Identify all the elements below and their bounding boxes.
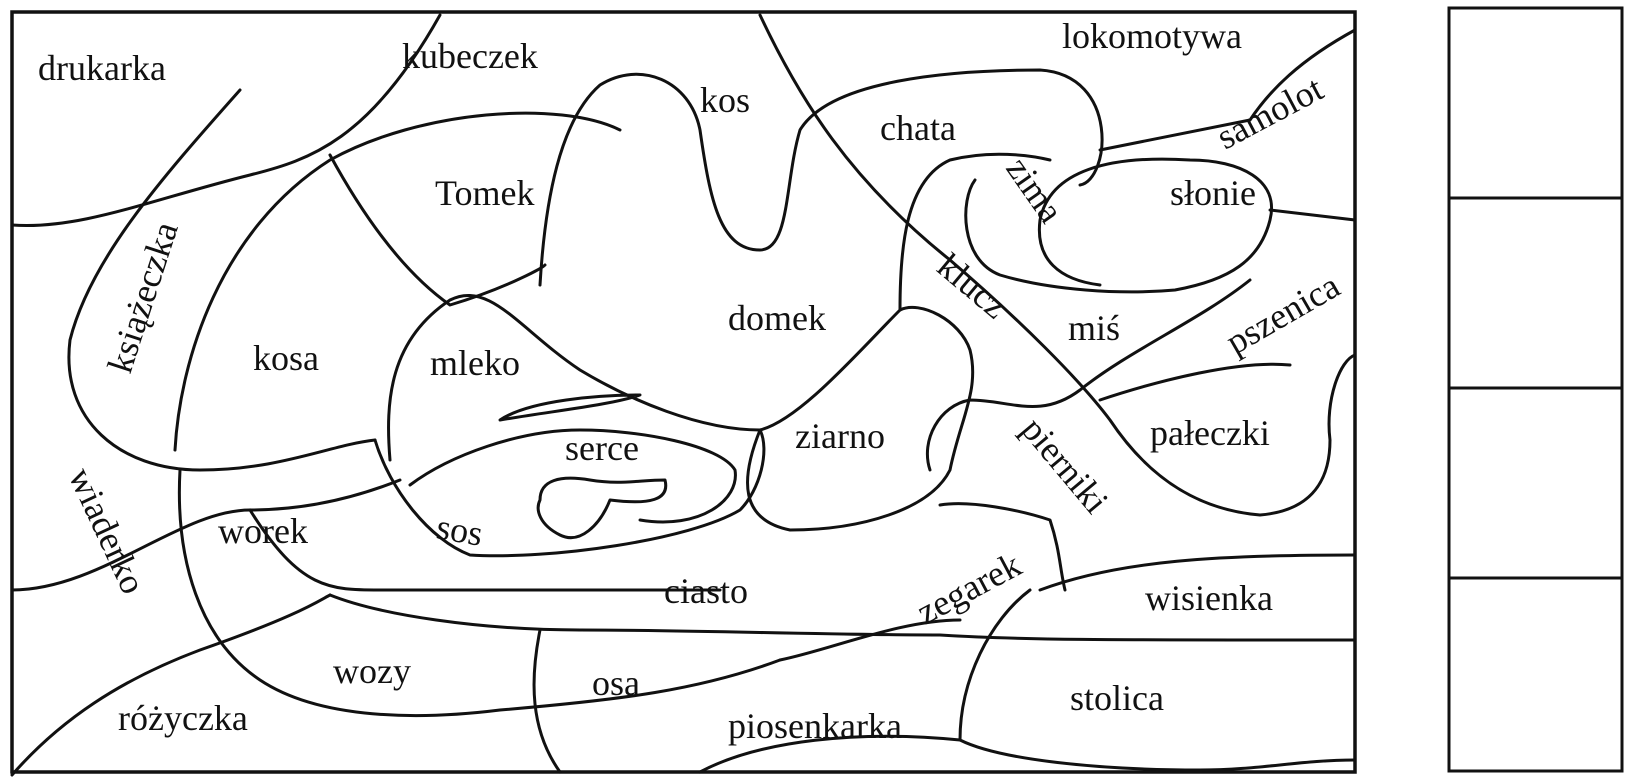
answer-box-column [1447,6,1624,773]
word-wisienka: wisienka [1145,578,1273,618]
puzzle-frame [10,10,1357,774]
word-pierniki: pierniki [1014,409,1117,520]
answer-box-3[interactable] [1447,386,1624,580]
answer-box-1[interactable] [1447,6,1624,200]
word-pszenica: pszenica [1219,265,1346,362]
word-ksiazeczka: książeczka [100,217,186,378]
word-zegarek: zegarek [910,544,1028,632]
word-stolica: stolica [1070,678,1164,718]
word-domek: domek [728,298,826,338]
word-rozyczka: różyczka [118,698,248,738]
word-ziarno: ziarno [795,416,885,456]
word-kosa: kosa [253,338,319,378]
word-mleko: mleko [430,343,520,383]
word-klucz: klucz [930,245,1015,326]
word-lokomotywa: lokomotywa [1062,16,1242,56]
word-osa: osa [592,663,640,703]
region-lines [10,13,1357,777]
word-tomek: Tomek [435,173,534,213]
word-zima: zima [998,150,1071,230]
word-paleczki: pałeczki [1150,413,1270,453]
word-kos: kos [700,80,750,120]
word-labels: drukarka kubeczek lokomotywa kos chata s… [38,16,1346,746]
word-kubeczek: kubeczek [402,36,538,76]
answer-box-4[interactable] [1447,576,1624,773]
word-drukarka: drukarka [38,48,166,88]
word-sos: sos [434,506,486,553]
word-ciasto: ciasto [664,571,748,611]
word-samolot: samolot [1210,68,1329,157]
word-mis: miś [1068,308,1120,348]
word-chata: chata [880,108,956,148]
word-wozy: wozy [333,651,411,691]
word-slonie: słonie [1170,173,1256,213]
word-serce: serce [565,428,639,468]
word-piosenkarka: piosenkarka [728,706,902,746]
answer-box-2[interactable] [1447,196,1624,390]
word-worek: worek [218,511,308,551]
